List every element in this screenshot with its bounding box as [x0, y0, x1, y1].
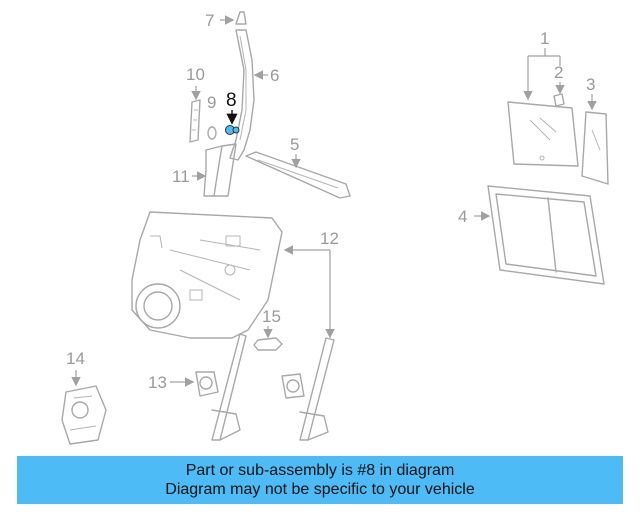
callout-3: 3 — [586, 75, 595, 94]
part-8-clip-highlighted — [225, 125, 240, 135]
callout-15: 15 — [262, 307, 281, 326]
info-banner: Part or sub-assembly is #8 in diagram Di… — [17, 456, 623, 504]
callout-4: 4 — [458, 207, 467, 226]
part-3-quarter-glass — [581, 111, 609, 185]
callout-10: 10 — [186, 65, 205, 84]
callout-9: 9 — [207, 93, 216, 112]
part-12-regulator-right — [281, 337, 335, 441]
part-1-glass — [507, 101, 579, 167]
callout-1: 1 — [540, 29, 549, 48]
callout-2: 2 — [554, 63, 563, 82]
callout-14: 14 — [66, 349, 85, 368]
callout-13: 13 — [148, 373, 167, 392]
callout-6: 6 — [270, 66, 279, 85]
part-15-bumper — [253, 337, 283, 351]
callout-8: 8 — [226, 90, 237, 111]
part-5-belt-strip — [245, 151, 351, 199]
part-2-glass-clip — [553, 93, 565, 107]
callout-7: 7 — [205, 11, 214, 30]
part-6-pillar-trim — [229, 29, 255, 161]
part-14-motor — [61, 385, 107, 445]
banner-line-2: Diagram may not be specific to your vehi… — [165, 481, 475, 498]
callout-12: 12 — [320, 229, 339, 248]
part-12-door-panel — [131, 211, 283, 339]
part-7-clip — [235, 11, 247, 25]
part-11-lower-trim — [203, 143, 237, 197]
part-13-regulator-left — [195, 333, 247, 441]
callout-11: 11 — [172, 167, 190, 186]
part-10-trim-strip — [189, 99, 201, 143]
banner-line-1: Part or sub-assembly is #8 in diagram — [185, 462, 455, 479]
part-9-clip — [207, 126, 217, 140]
part-4-window-frame — [487, 185, 605, 285]
callout-5: 5 — [290, 135, 299, 154]
